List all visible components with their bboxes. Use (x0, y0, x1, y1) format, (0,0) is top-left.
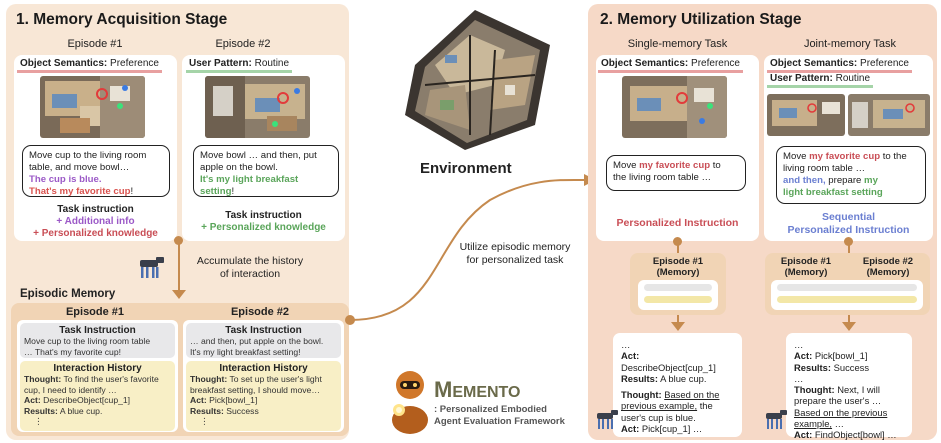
single-instruction-bubble: Move my favorite cup to the living room … (606, 155, 746, 191)
memory-episode2-label: Episode #2 (230, 306, 290, 318)
episodic-memory-title: Episodic Memory (20, 288, 116, 300)
environment-label: Environment (420, 160, 512, 177)
memory-episode1-label: Episode #1 (65, 306, 125, 318)
joint-episode1-memory-label: Episode #1 (Memory) (780, 256, 832, 278)
robot-dog-icon-single (597, 410, 618, 429)
joint-result-card: … Act: Pick[bowl_1] Results: Success … T… (786, 333, 912, 440)
single-down-arrow-icon (671, 322, 685, 331)
robot-dog-icon (140, 257, 164, 278)
object-semantics-tag: Object Semantics: Preference (17, 57, 162, 73)
joint-scene-image-2 (848, 94, 930, 136)
memory-instruction-bar (644, 284, 712, 291)
single-down-line (677, 315, 679, 327)
utilization-stage-title: 2. Memory Utilization Stage (600, 11, 802, 28)
joint-scene-image-1 (767, 94, 845, 136)
acquisition-stage-title: 1. Memory Acquisition Stage (16, 11, 228, 28)
episode2-label: Episode #2 (215, 38, 271, 50)
single-memory-task-label: Single-memory Task (627, 38, 728, 50)
joint-memory-task-label: Joint-memory Task (803, 38, 897, 50)
memory-episode2-interaction-history: Interaction History Thought: To set up t… (186, 361, 341, 431)
memory-episode2-task-instruction: Task Instruction … and then, put apple o… (186, 323, 341, 358)
single-connector-line (677, 245, 679, 255)
robot-dog-icon-joint (766, 410, 787, 429)
accumulate-history-text: Accumulate the history of interaction (196, 255, 304, 280)
connector-dot (174, 236, 183, 245)
joint-memory-history-bar (777, 296, 917, 303)
joint-memory-instruction-bar (777, 284, 917, 291)
single-episode1-memory-label: Episode #1 (Memory) (652, 256, 704, 278)
joint-instruction-bubble: Move my favorite cup to the living room … (776, 146, 926, 204)
joint-down-arrow-icon (842, 322, 856, 331)
joint-object-semantics-tag: Object Semantics: Preference (767, 57, 912, 73)
down-arrow-icon (172, 290, 186, 299)
episode2-task-instruction: Task instruction + Personalized knowledg… (201, 210, 326, 233)
user-pattern-tag: User Pattern: Routine (186, 57, 293, 73)
memory-episode1-interaction-history: Interaction History Thought: To find the… (20, 361, 175, 431)
episode1-label: Episode #1 (67, 38, 123, 50)
memory-episode1-task-instruction: Task Instruction Move cup to the living … (20, 323, 175, 358)
environment-3d-house-image (405, 10, 550, 150)
memento-title: MEMENTO (434, 377, 521, 402)
episode1-instruction-bubble: Move cup to the living room table, and m… (22, 145, 170, 197)
joint-user-pattern-tag: User Pattern: Routine (767, 72, 874, 88)
memory-history-bar (644, 296, 712, 303)
episode1-scene-image (40, 76, 145, 138)
memento-robot-logo (392, 371, 428, 434)
personalized-instruction-label: Personalized Instruction (616, 217, 739, 229)
joint-down-line (848, 315, 850, 327)
joint-episode2-memory-label: Episode #2 (Memory) (862, 256, 914, 278)
single-object-semantics-tag: Object Semantics: Preference (598, 57, 743, 73)
episode2-instruction-bubble: Move bowl … and then, put apple on the b… (193, 145, 339, 197)
single-result-card: … Act: DescribeObject[cup_1] Results: A … (613, 333, 742, 437)
utilize-memory-text: Utilize episodic memory for personalized… (459, 241, 571, 266)
memento-subtitle: : Personalized Embodied Agent Evaluation… (434, 404, 565, 427)
sequential-personalized-instruction-label: Sequential Personalized Instruction (787, 211, 910, 236)
joint-connector-line (848, 245, 850, 255)
single-scene-image (622, 76, 727, 138)
single-connector-dot (673, 237, 682, 246)
episode1-task-instruction: Task instruction + Additional info + Per… (33, 204, 158, 239)
joint-connector-dot (844, 237, 853, 246)
connector-line (178, 244, 180, 296)
episode2-scene-image (205, 76, 310, 138)
